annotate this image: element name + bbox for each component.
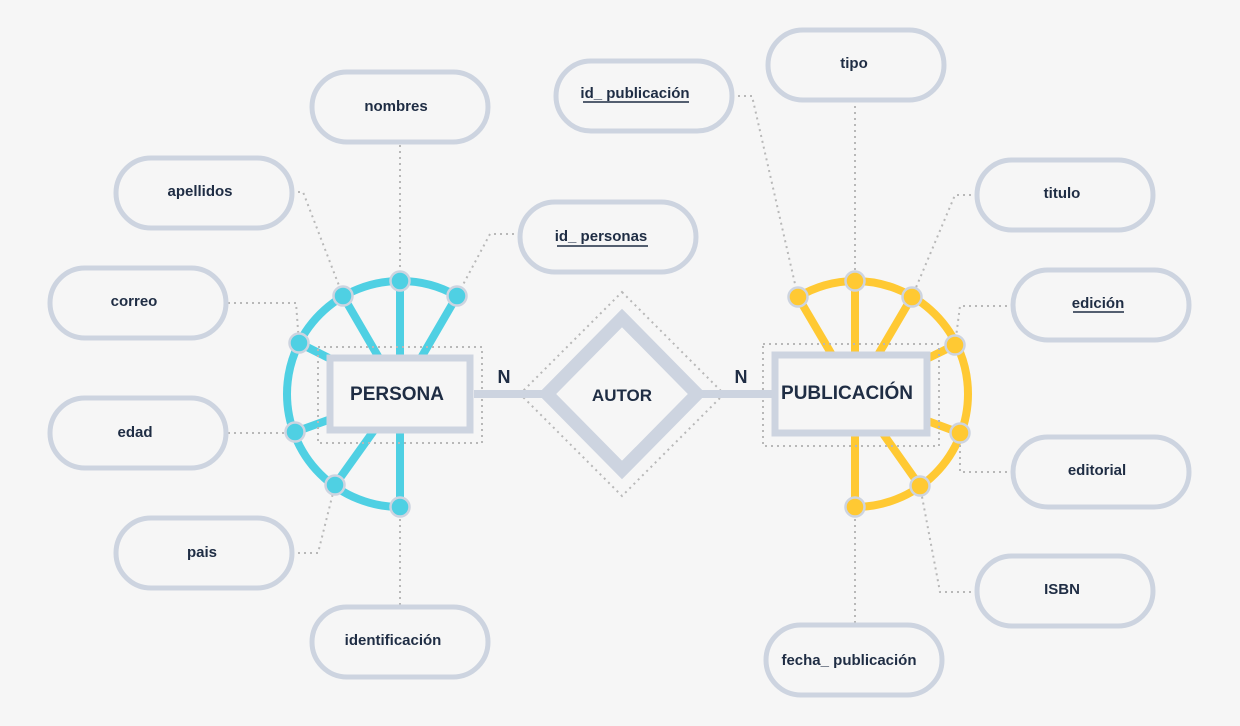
attr-tipo-label: tipo bbox=[840, 55, 868, 72]
relationship-diamond[interactable]: AUTOR bbox=[537, 308, 707, 480]
attr-pais-label: pais bbox=[187, 544, 217, 561]
connector-correo bbox=[228, 302, 300, 344]
attr-edicion[interactable]: edición bbox=[1010, 267, 1192, 343]
attr-edicion-label: edición bbox=[1072, 295, 1125, 312]
attr-editorial-label: editorial bbox=[1068, 462, 1126, 479]
dot-editorial bbox=[949, 422, 971, 444]
entity-persona-label: PERSONA bbox=[350, 384, 444, 405]
attr-correo[interactable]: correo bbox=[47, 265, 229, 341]
attr-fecha-publicacion[interactable]: fecha_ publicación bbox=[763, 622, 945, 698]
attr-id-personas[interactable]: id_ personas bbox=[517, 199, 699, 275]
dot-identificacion bbox=[389, 496, 411, 518]
attr-edad[interactable]: edad bbox=[47, 395, 229, 471]
dot-tipo bbox=[844, 270, 866, 292]
dot-edad bbox=[284, 421, 306, 443]
dot-correo bbox=[288, 332, 310, 354]
entity-publicacion-label: PUBLICACIÓN bbox=[781, 382, 913, 404]
relationship-dotted-frame bbox=[518, 290, 726, 498]
attr-apellidos-label: apellidos bbox=[167, 183, 232, 200]
persona-dots bbox=[284, 270, 468, 518]
attr-fecha-publicacion-label: fecha_ publicación bbox=[781, 652, 916, 669]
attr-edad-label: edad bbox=[117, 424, 152, 441]
dot-pais bbox=[324, 474, 346, 496]
dot-edicion bbox=[944, 334, 966, 356]
attr-pais[interactable]: pais bbox=[113, 515, 295, 591]
connector-pais bbox=[292, 484, 336, 554]
dot-apellidos bbox=[332, 285, 354, 307]
publicacion-dots bbox=[787, 270, 971, 518]
attr-nombres[interactable]: nombres bbox=[309, 69, 491, 145]
attr-isbn[interactable]: ISBN bbox=[974, 553, 1156, 629]
attr-id-personas-label: id_ personas bbox=[555, 228, 648, 245]
attr-id-publicacion[interactable]: id_ publicación bbox=[553, 58, 735, 134]
attr-correo-label: correo bbox=[111, 293, 158, 310]
attr-titulo-label: titulo bbox=[1044, 185, 1081, 202]
attr-identificacion-label: identificación bbox=[345, 632, 442, 649]
attr-tipo[interactable]: tipo bbox=[765, 27, 947, 103]
connector-id-publicacion bbox=[732, 95, 799, 298]
connectors bbox=[228, 95, 1013, 625]
attr-titulo[interactable]: titulo bbox=[974, 157, 1156, 233]
entity-persona[interactable]: PERSONA bbox=[326, 354, 474, 434]
dot-id-publicacion bbox=[787, 286, 809, 308]
connector-edicion bbox=[954, 305, 1013, 346]
connector-id-personas bbox=[456, 233, 520, 297]
attr-apellidos[interactable]: apellidos bbox=[113, 155, 295, 231]
attr-identificacion[interactable]: identificación bbox=[309, 604, 491, 680]
relationship-label: AUTOR bbox=[592, 386, 652, 405]
dot-isbn bbox=[909, 475, 931, 497]
attr-id-publicacion-label: id_ publicación bbox=[580, 85, 689, 102]
entity-publicacion[interactable]: PUBLICACIÓN bbox=[771, 351, 931, 437]
attr-isbn-label: ISBN bbox=[1044, 581, 1080, 598]
dot-fecha-publicacion bbox=[844, 496, 866, 518]
dot-id-personas bbox=[446, 285, 468, 307]
connector-titulo bbox=[911, 194, 977, 298]
attr-editorial[interactable]: editorial bbox=[1010, 434, 1192, 510]
dot-titulo bbox=[901, 286, 923, 308]
connector-apellidos bbox=[292, 191, 344, 297]
connector-isbn bbox=[919, 485, 977, 593]
cardinality-left: N bbox=[498, 367, 511, 387]
attr-nombres-label: nombres bbox=[364, 98, 427, 115]
dot-nombres bbox=[389, 270, 411, 292]
cardinality-right: N bbox=[735, 367, 748, 387]
connector-editorial bbox=[959, 433, 1013, 473]
